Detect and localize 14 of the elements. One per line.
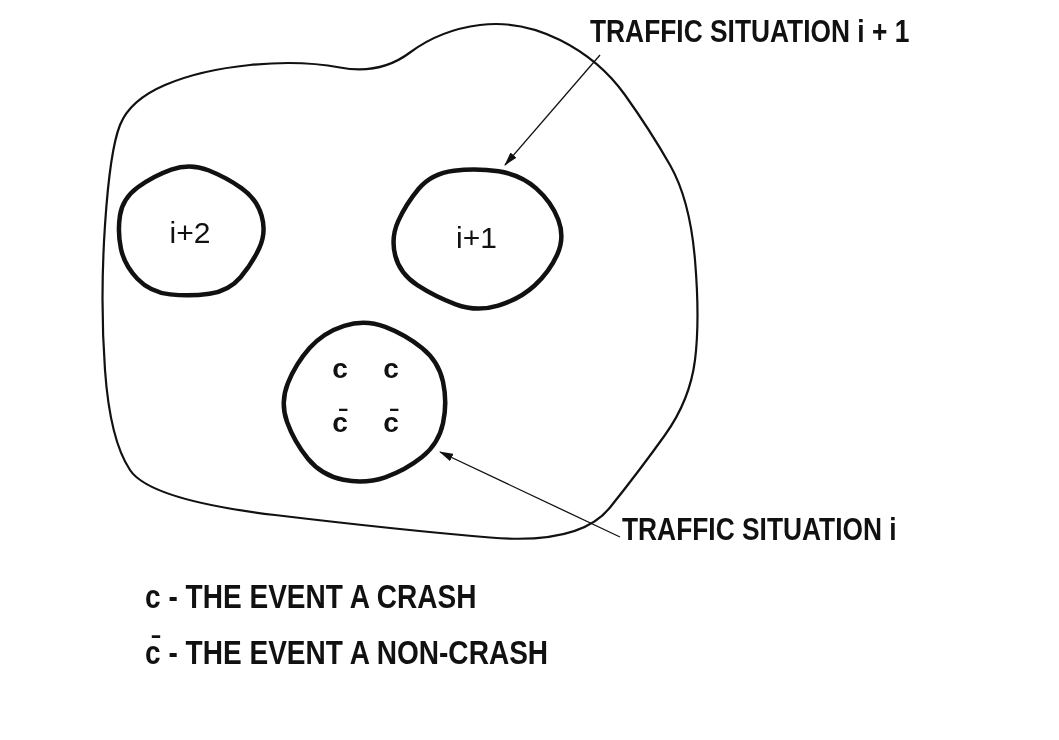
event-symbol: c (383, 353, 399, 385)
leader-line (504, 54, 601, 166)
event-symbol: c̄ (332, 407, 348, 440)
event-symbol: c (332, 353, 348, 385)
legend-text: c̄ - THE EVENT A NON-CRASH (145, 634, 549, 672)
event-symbol: c̄ (383, 407, 399, 440)
situation-outline (388, 165, 565, 310)
region-label: i+1 (456, 220, 497, 255)
callout-text: TRAFFIC SITUATION i + 1 (590, 14, 910, 50)
callout-text: TRAFFIC SITUATION i (622, 512, 897, 548)
region-label: i+2 (169, 215, 211, 250)
legend-text: c - THE EVENT A CRASH (145, 578, 477, 616)
situation-outline (280, 320, 450, 485)
leader-line (439, 451, 621, 538)
